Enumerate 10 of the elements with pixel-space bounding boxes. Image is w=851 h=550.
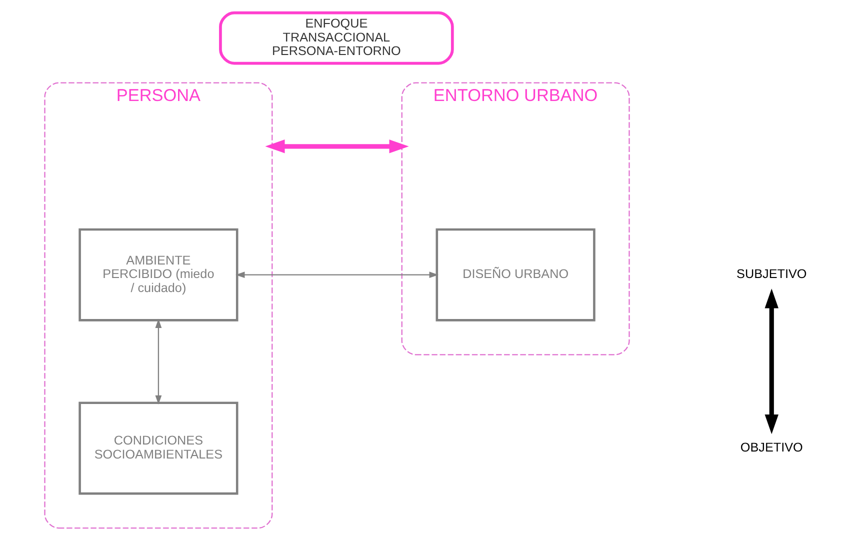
node-box: DISEÑO URBANO: [435, 228, 595, 322]
node-box: CONDICIONES SOCIOAMBIENTALES: [78, 402, 238, 495]
node-box: AMBIENTE PERCIBIDO (miedo / cuidado): [78, 228, 238, 322]
arrow: [264, 140, 408, 154]
arrow: [764, 288, 778, 434]
node-text: OBJETIVO: [740, 440, 802, 454]
arrow: [235, 272, 438, 278]
node-text: SUBJETIVO: [736, 267, 806, 282]
node-box: ENFOQUE TRANSACCIONAL PERSONA-ENTORNO: [218, 11, 454, 65]
arrow: [154, 318, 162, 405]
